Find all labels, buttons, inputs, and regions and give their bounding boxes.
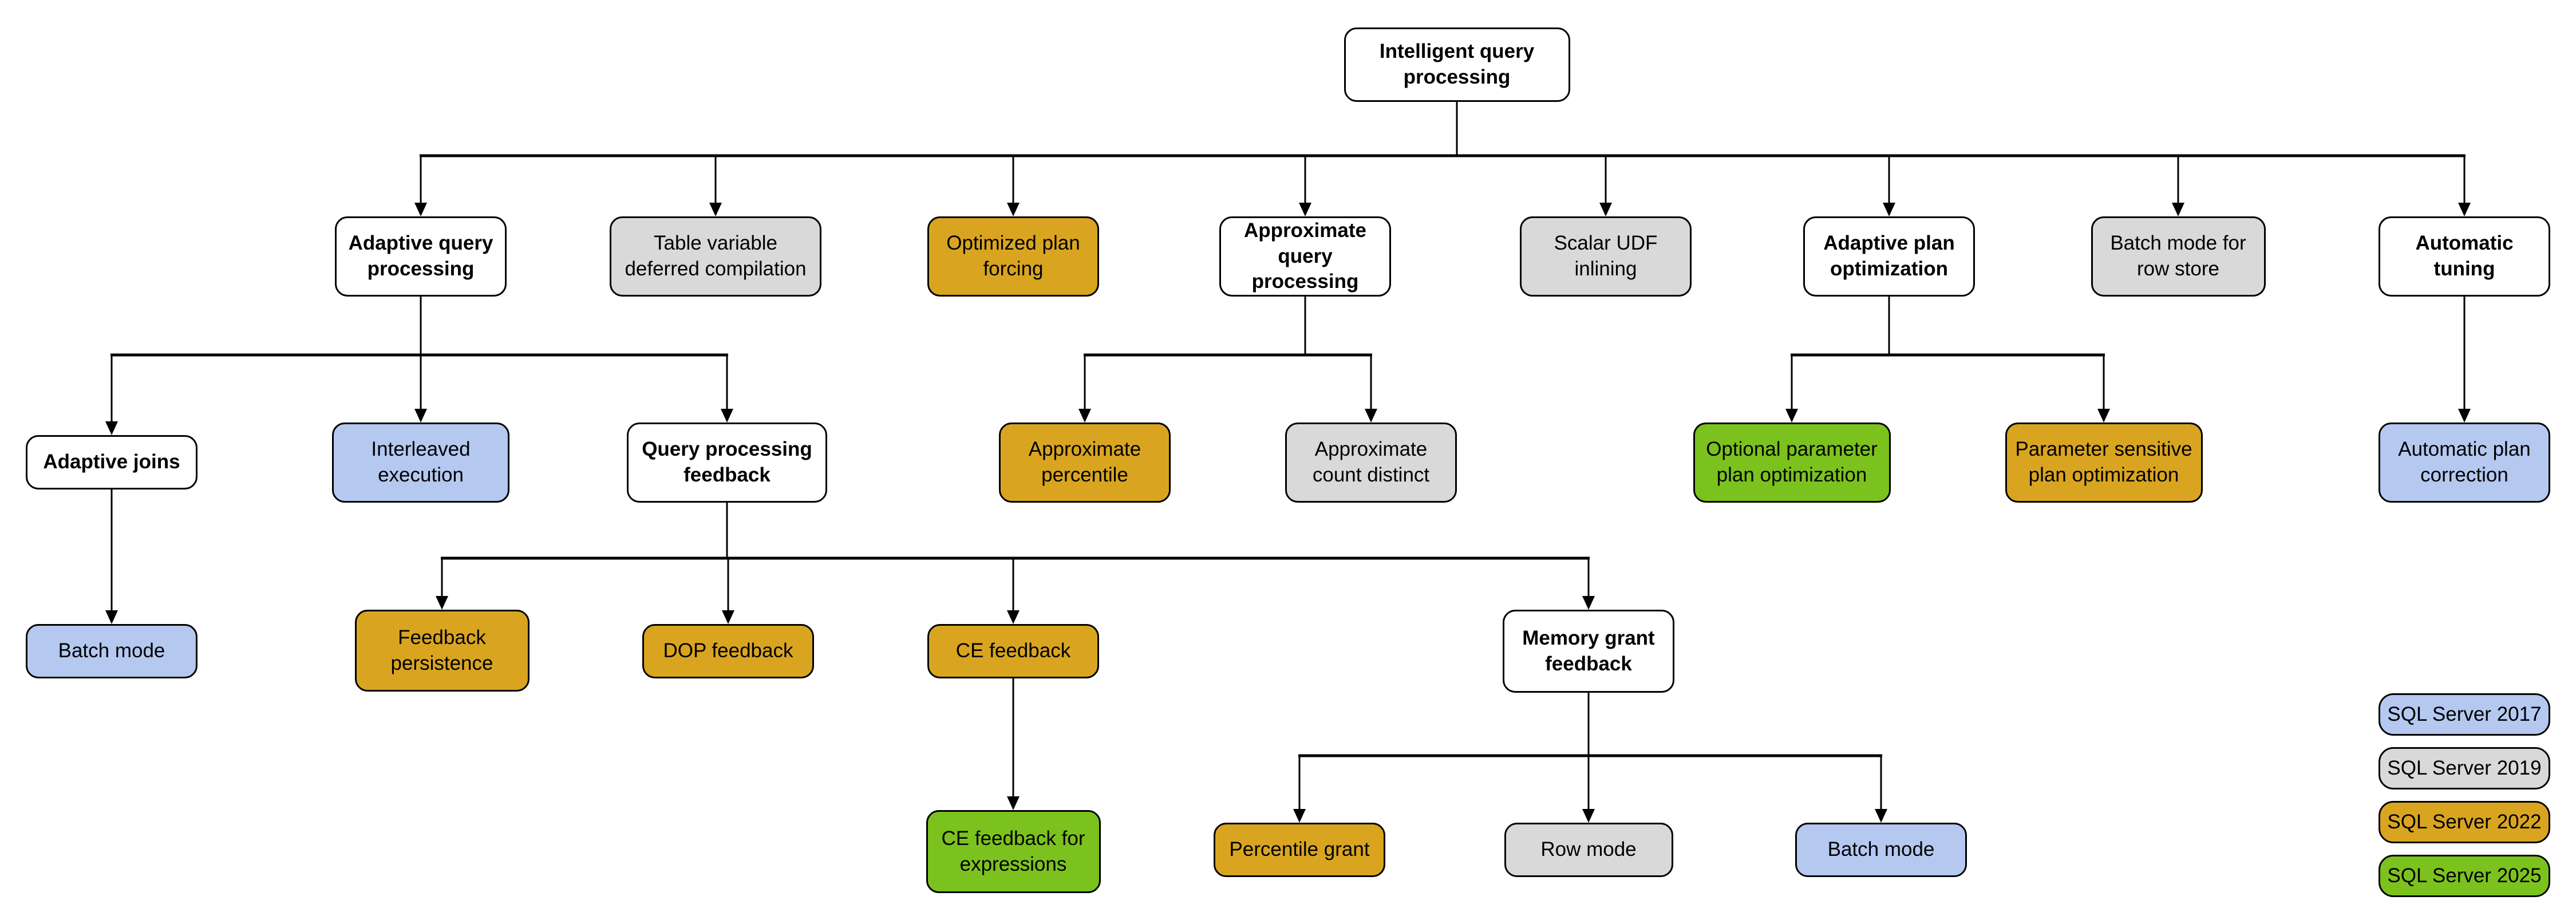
legend-label: SQL Server 2022 [2387,811,2542,833]
legend-label: SQL Server 2019 [2387,757,2542,779]
arrowhead-icon [1785,409,1798,423]
arrowhead-icon [2172,203,2184,216]
arrowhead-icon [2097,409,2110,423]
legend-item-2025: SQL Server 2025 [2379,855,2550,897]
arrowhead-icon [2458,203,2471,216]
arrowhead-icon [709,203,722,216]
arrowhead-icon [1883,203,1895,216]
node-label: Adaptive joins [43,451,180,473]
node-label: Table variable deferred compilation [625,232,807,280]
node-label: Interleaved execution [371,438,471,486]
node-cefe: CE feedback for expressions [926,810,1101,893]
node-label: Intelligent query processing [1379,40,1535,88]
node-label: CE feedback [955,639,1071,662]
node-apc: Automatic plan correction [2379,423,2550,503]
arrowhead-icon [105,610,118,624]
arrowhead-icon [2458,409,2471,423]
arrowhead-icon [436,596,448,610]
node-label: DOP feedback [663,639,793,662]
node-qpf: Query processing feedback [627,423,827,503]
arrowhead-icon [1007,203,1020,216]
arrowhead-icon [722,610,734,624]
node-pg: Percentile grant [1214,823,1385,877]
node-ce: CE feedback [927,624,1099,678]
arrowhead-icon [414,409,427,423]
node-label: Row mode [1540,838,1637,861]
arrowhead-icon [1599,203,1612,216]
node-at: Automatic tuning [2379,216,2550,297]
arrowhead-icon [1293,809,1306,823]
node-label: Query processing feedback [642,438,812,486]
arrowhead-icon [1582,809,1595,823]
node-label: Adaptive query processing [348,232,493,280]
node-pspo: Parameter sensitive plan optimization [2005,423,2203,503]
node-aj: Adaptive joins [26,435,197,489]
node-label: Approximate count distinct [1312,438,1430,486]
arrowhead-icon [1078,409,1091,423]
node-mgf: Memory grant feedback [1503,610,1674,693]
node-label: Batch mode [1827,838,1935,861]
arrowhead-icon [1299,203,1311,216]
arrowhead-icon [105,421,118,435]
legend-label: SQL Server 2017 [2387,703,2542,725]
node-ap: Approximate percentile [999,423,1171,503]
arrowhead-icon [1365,409,1377,423]
node-label: Approximate percentile [1028,438,1141,486]
arrowhead-icon [721,409,733,423]
node-dop: DOP feedback [642,624,814,678]
node-opf: Optimized plan forcing [927,216,1099,297]
node-acd: Approximate count distinct [1285,423,1457,503]
node-label: Scalar UDF inlining [1554,232,1658,280]
legend-item-2019: SQL Server 2019 [2379,747,2550,789]
node-sui: Scalar UDF inlining [1520,216,1692,297]
node-label: Batch mode [58,639,165,662]
legend-item-2017: SQL Server 2017 [2379,693,2550,736]
arrowhead-icon [1582,596,1595,610]
node-label: Automatic tuning [2415,232,2514,280]
node-bm1: Batch mode [26,624,197,678]
arrowhead-icon [1007,610,1020,624]
node-label: Memory grant feedback [1522,626,1655,675]
node-label: Approximate query processing [1244,219,1366,293]
node-fp: Feedback persistence [354,610,530,692]
arrowhead-icon [1007,796,1020,810]
node-label: Automatic plan correction [2398,438,2531,486]
node-label: Optional parameter plan optimization [1706,438,1878,486]
node-label: CE feedback for expressions [941,827,1085,875]
node-iqp: Intelligent query processing [1344,27,1570,102]
node-aqp2: Approximate query processing [1219,216,1391,297]
node-oppo: Optional parameter plan optimization [1693,423,1891,503]
arrowhead-icon [414,203,427,216]
node-aqp: Adaptive query processing [335,216,507,297]
arrowhead-icon [1875,809,1887,823]
node-bmrs: Batch mode for row store [2091,216,2266,297]
node-label: Percentile grant [1229,838,1370,861]
node-rm: Row mode [1504,823,1673,877]
node-tvdc: Table variable deferred compilation [610,216,821,297]
node-label: Feedback persistence [390,626,493,674]
node-label: Adaptive plan optimization [1823,232,1955,280]
node-label: Parameter sensitive plan optimization [2015,438,2192,486]
node-bm2: Batch mode [1795,823,1967,877]
node-apo: Adaptive plan optimization [1803,216,1975,297]
node-label: Batch mode for row store [2110,232,2246,280]
legend-item-2022: SQL Server 2022 [2379,801,2550,843]
node-label: Optimized plan forcing [946,232,1080,280]
node-ie: Interleaved execution [332,423,509,503]
legend-label: SQL Server 2025 [2387,864,2542,887]
